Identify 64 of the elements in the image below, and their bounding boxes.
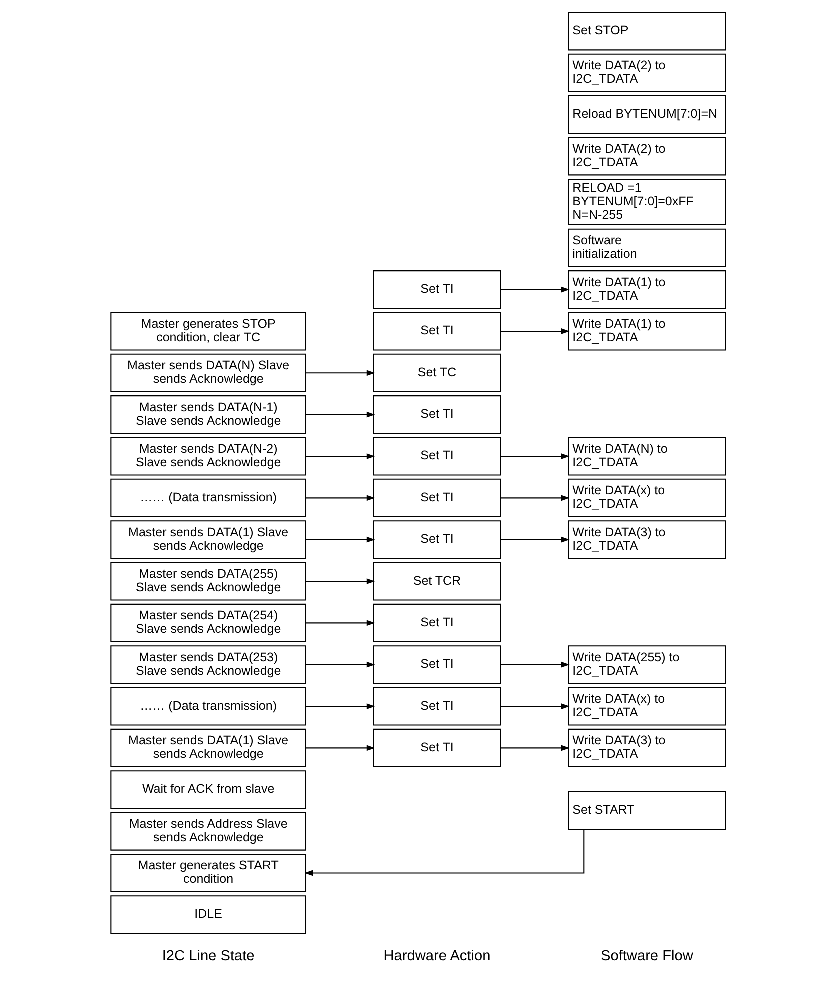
node-box: Master sends DATA(253) Slave sends Acknowledge <box>110 646 306 684</box>
arrow <box>304 829 585 876</box>
node-box: Set TI <box>373 604 502 642</box>
node-box: Write DATA(N) to I2C_TDATA <box>568 437 726 476</box>
node-box: Set TI <box>373 478 502 518</box>
arrow <box>500 286 570 293</box>
node-box: Master generates STOP condition, clear TC <box>110 312 306 351</box>
node-box: Set TI <box>373 646 502 684</box>
node-box: Set TC <box>373 354 502 392</box>
node-box: Set TI <box>373 437 502 476</box>
arrow <box>500 495 570 502</box>
node-box: Set START <box>568 791 726 830</box>
node-box: Master sends DATA(1) Slave sends Acknowledge <box>110 520 306 560</box>
arrow <box>500 662 570 668</box>
arrow <box>500 328 570 334</box>
node-box: Write DATA(2) to I2C_TDATA <box>568 137 726 176</box>
arrow <box>306 454 376 460</box>
node-box: Set TI <box>373 396 502 434</box>
node-box: …… (Data transmission) <box>110 687 306 726</box>
node-box: Write DATA(3) to I2C_TDATA <box>568 520 726 560</box>
node-box: Write DATA(1) to I2C_TDATA <box>568 270 726 310</box>
node-box: Master sends DATA(N) Slave sends Acknowledge <box>110 354 306 392</box>
arrow <box>500 704 570 710</box>
arrow <box>306 578 376 584</box>
arrow <box>500 536 570 543</box>
arrow <box>306 662 376 668</box>
node-box: Reload BYTENUM[7:0]=N <box>568 96 726 134</box>
arrow <box>306 620 376 626</box>
node-box: Master sends DATA(255) Slave sends Acknowledge <box>110 562 306 601</box>
node-box: Wait for ACK from slave <box>110 770 306 810</box>
node-box: Master sends DATA(N-1) Slave sends Acknowledge <box>110 396 306 434</box>
node-box: Master sends Address Slave sends Acknowledge <box>110 812 306 851</box>
arrow <box>500 454 570 460</box>
label: Hardware Action <box>384 948 491 964</box>
node-box: Set STOP <box>568 12 726 51</box>
node-box: Write DATA(255) to I2C_TDATA <box>568 646 726 684</box>
arrow <box>306 495 376 502</box>
node-box: Write DATA(1) to I2C_TDATA <box>568 312 726 351</box>
label: I2C Line State <box>162 948 255 964</box>
node-box: Write DATA(x) to I2C_TDATA <box>568 478 726 518</box>
node-box: Set TI <box>373 312 502 351</box>
arrow <box>306 370 376 376</box>
node-box: IDLE <box>110 896 306 934</box>
arrow <box>306 412 376 418</box>
node-box: Set TI <box>373 687 502 726</box>
arrow <box>306 745 376 752</box>
node-box: …… (Data transmission) <box>110 478 306 518</box>
node-box: Set TI <box>373 728 502 768</box>
node-box: RELOAD =1 BYTENUM[7:0]=0xFF N=N-255 <box>568 179 726 226</box>
arrow <box>306 536 376 543</box>
node-box: Set TCR <box>373 562 502 601</box>
node-box: Set TI <box>373 270 502 310</box>
node-box: Write DATA(x) to I2C_TDATA <box>568 687 726 726</box>
node-box: Master generates START condition <box>110 854 306 892</box>
node-box: Set TI <box>373 520 502 560</box>
label: Software Flow <box>600 948 694 964</box>
arrow <box>306 704 376 710</box>
node-box: Master sends DATA(1) Slave sends Acknowledge <box>110 728 306 768</box>
node-box: Master sends DATA(N-2) Slave sends Acknowledge <box>110 437 306 476</box>
node-box: Software initialization <box>568 228 726 268</box>
node-box: Master sends DATA(254) Slave sends Acknowledge <box>110 604 306 642</box>
node-box: Write DATA(2) to I2C_TDATA <box>568 54 726 92</box>
node-box: Write DATA(3) to I2C_TDATA <box>568 728 726 768</box>
arrow <box>500 745 570 752</box>
